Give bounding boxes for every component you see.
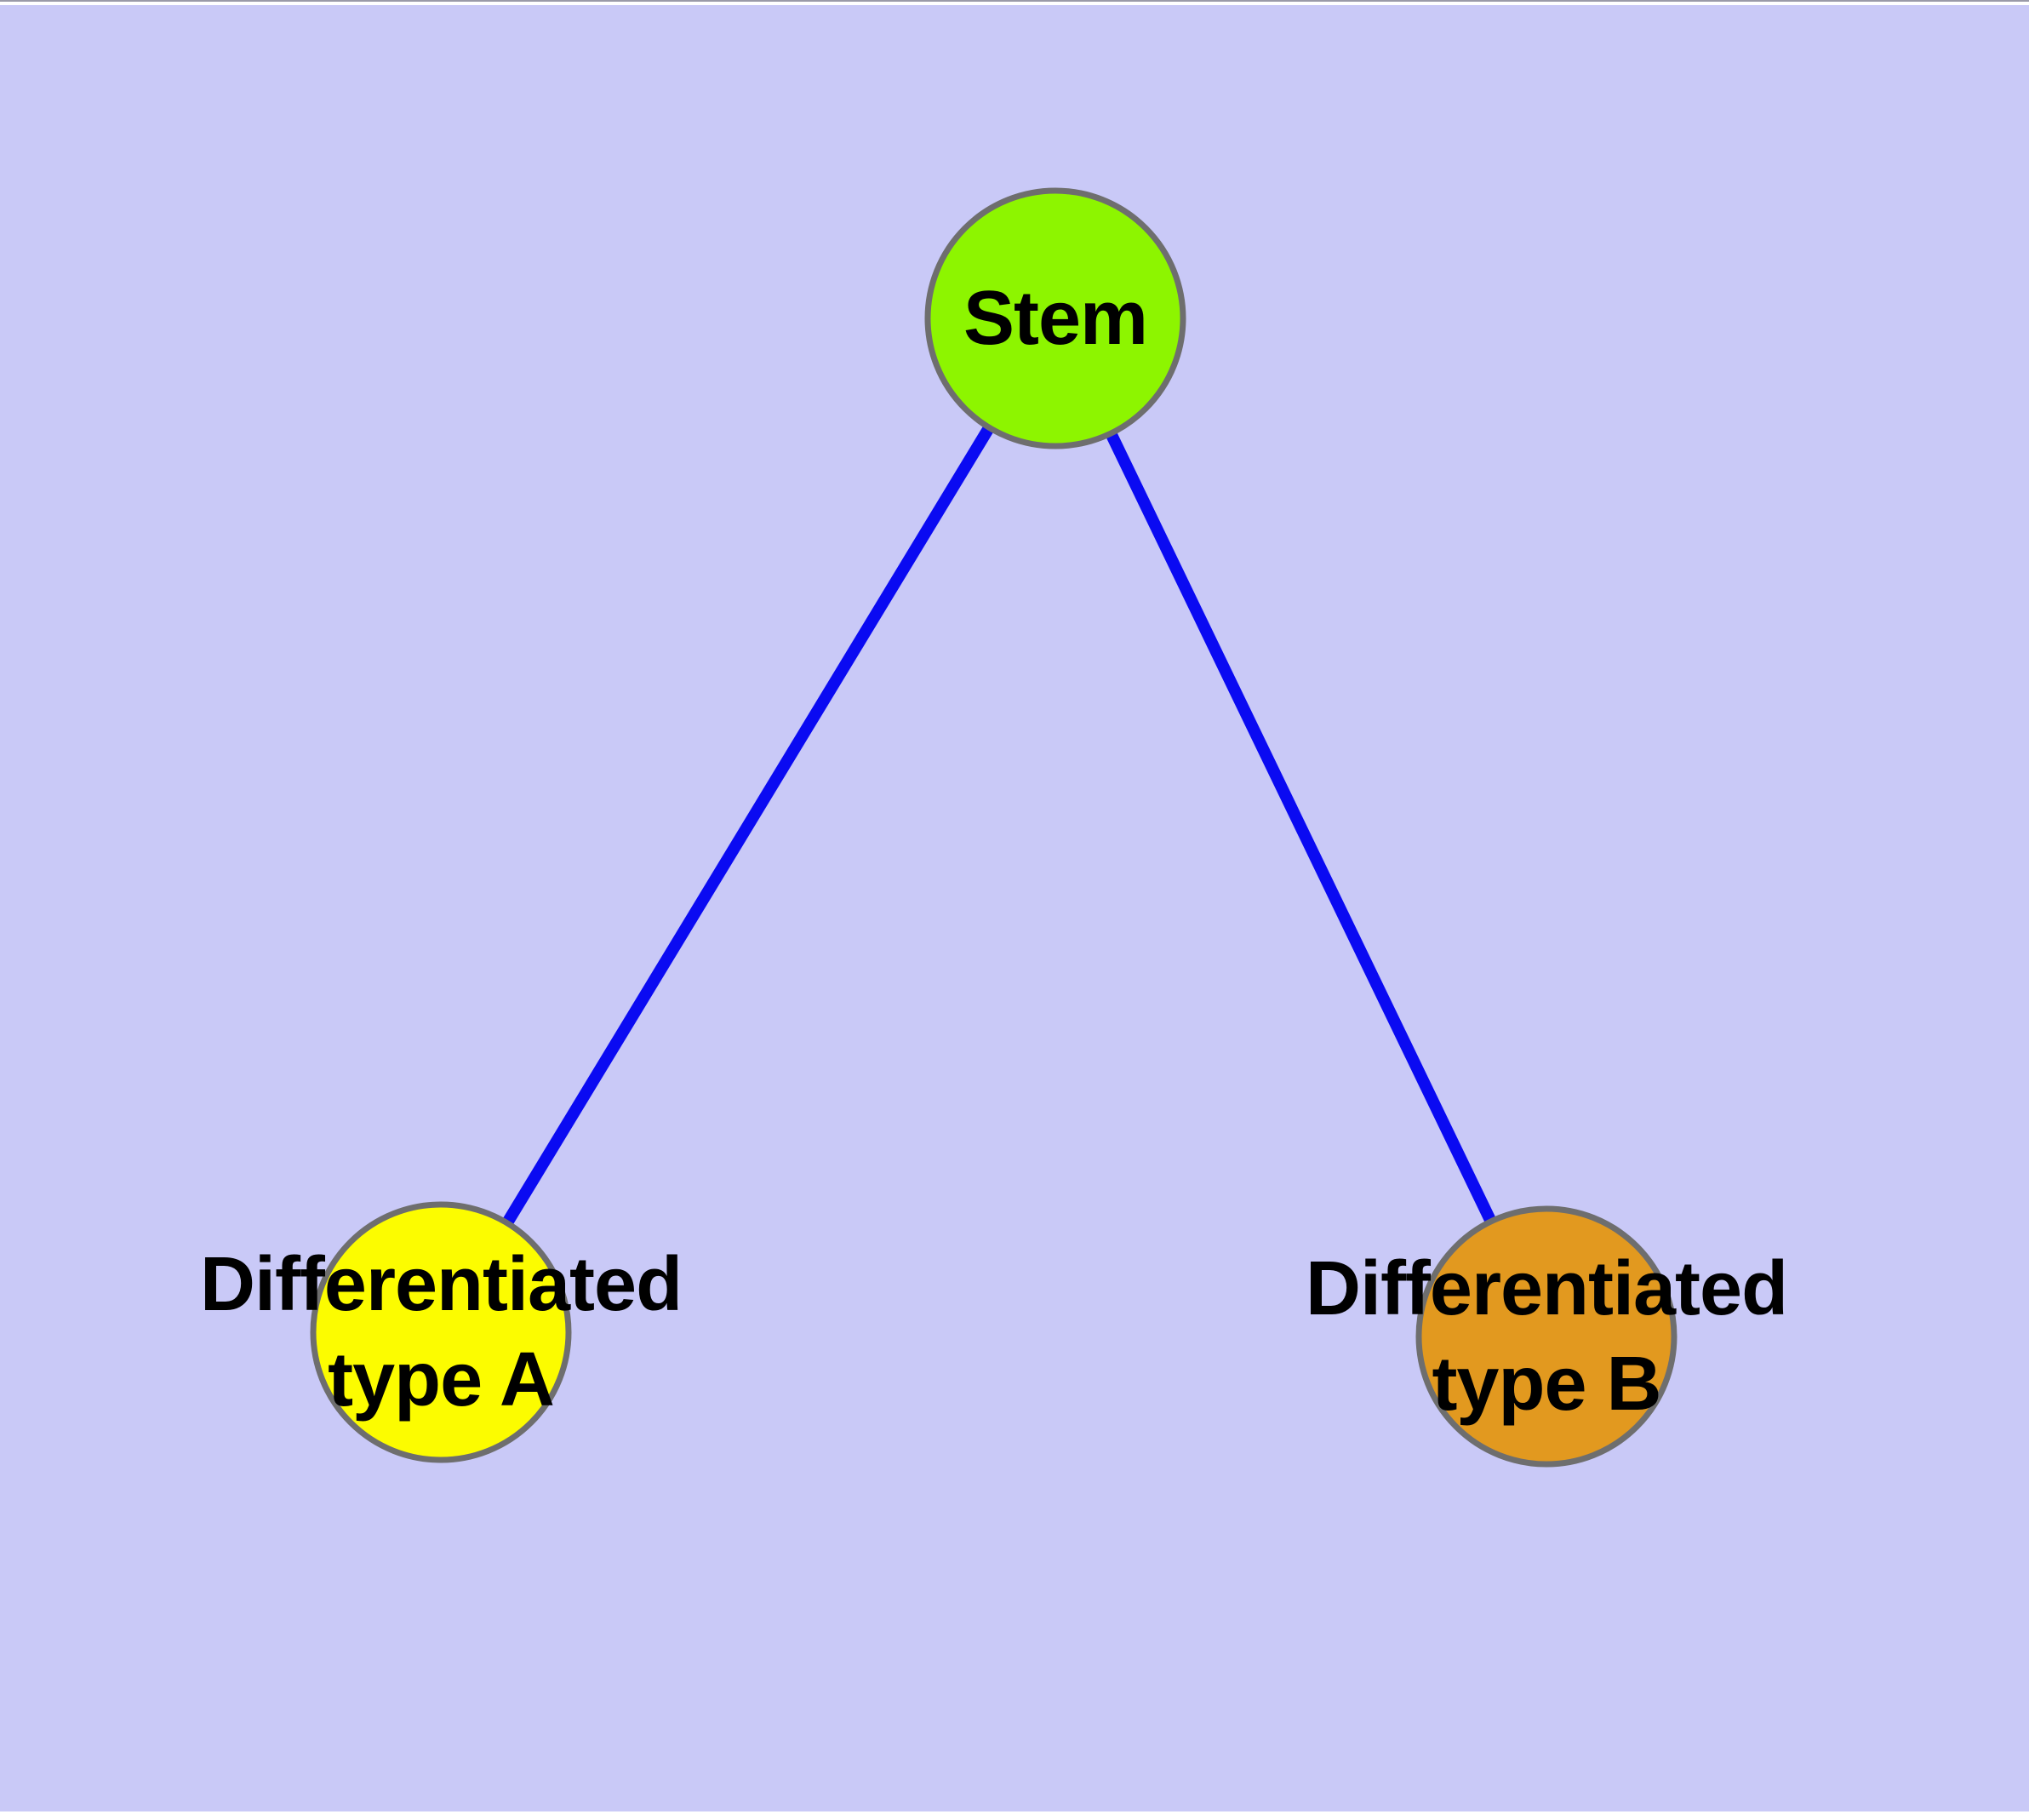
node-stem-circle [924,187,1186,449]
edge-stem-to-diff-a [436,315,1060,1336]
node-diff-b-circle [1415,1205,1677,1468]
edge-stem-to-diff-b [1049,315,1552,1340]
top-hairline [0,0,2029,2]
node-diff-a-circle [310,1201,572,1463]
